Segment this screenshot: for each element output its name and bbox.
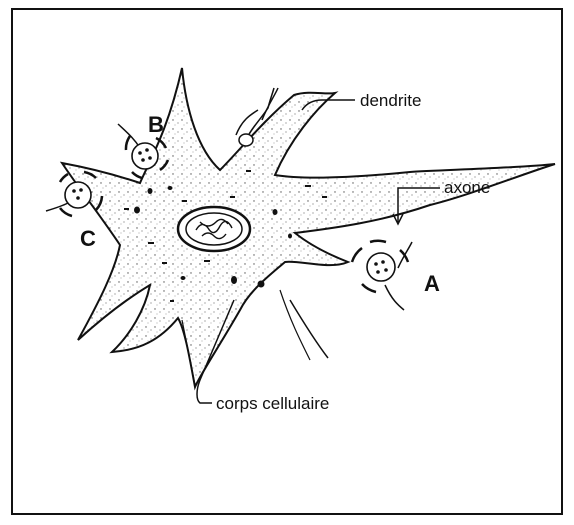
synapse-a <box>352 241 412 310</box>
label-axone: axone <box>444 178 490 197</box>
synapse-letter-b: B <box>148 112 164 137</box>
label-corps-cellulaire: corps cellulaire <box>216 394 329 413</box>
dendrite-branch <box>236 110 258 135</box>
synapse-letter-a: A <box>424 271 440 296</box>
neuron-outline <box>62 68 555 387</box>
synapse-letter-c: C <box>80 226 96 251</box>
label-dendrite: dendrite <box>360 91 421 110</box>
